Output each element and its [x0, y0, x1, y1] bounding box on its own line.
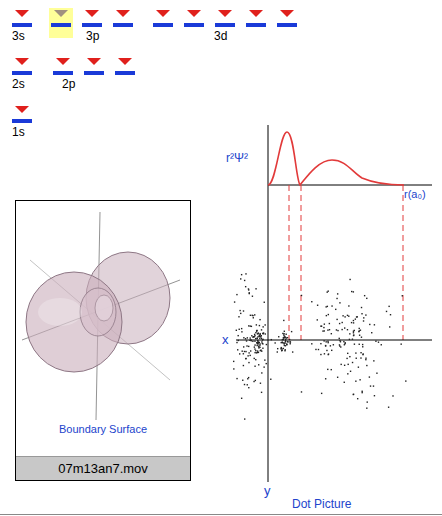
- movie-panel: Boundary Surface 07m13an7.mov: [15, 200, 191, 481]
- axis-label: x: [222, 333, 229, 347]
- orbital-box: [246, 10, 266, 27]
- orbital-label: 2p: [62, 78, 75, 91]
- selected-highlight: [49, 8, 73, 38]
- orbital-label: 3p: [86, 30, 99, 43]
- orbital-box: [184, 10, 204, 27]
- orbital-box: [12, 106, 32, 123]
- orbital-box: [12, 10, 32, 27]
- orbital-box: [277, 10, 297, 27]
- orbital-label: 1s: [12, 126, 25, 139]
- orbital-box: [153, 10, 173, 27]
- bottom-rule: [0, 514, 442, 515]
- axis-label: y: [264, 484, 271, 498]
- plot-title: Dot Picture: [292, 498, 351, 511]
- axis-label: r²Ψ²: [226, 152, 248, 165]
- orbital-box: [84, 58, 104, 75]
- orbital-label: 3s: [12, 30, 25, 43]
- dot-cloud: [233, 273, 407, 420]
- radial-plot: [236, 125, 432, 482]
- orbital-label: 2s: [12, 78, 25, 91]
- axis-label: r(a₀): [404, 188, 426, 200]
- boundary-surface: [22, 212, 180, 420]
- orbital-box: [51, 10, 71, 27]
- filename-bar: 07m13an7.mov: [16, 456, 190, 480]
- movie-frame: [16, 201, 191, 481]
- orbital-box: [12, 58, 32, 75]
- orbital-box: [82, 10, 102, 27]
- orbital-box: [115, 58, 135, 75]
- panel-caption: Boundary Surface: [16, 423, 190, 435]
- orbital-label: 3d: [214, 30, 227, 43]
- orbital-box: [215, 10, 235, 27]
- orbital-box: [113, 10, 133, 27]
- file-name: 07m13an7.mov: [16, 461, 190, 477]
- orbital-box: [53, 58, 73, 75]
- orbital-boxes: [12, 10, 297, 123]
